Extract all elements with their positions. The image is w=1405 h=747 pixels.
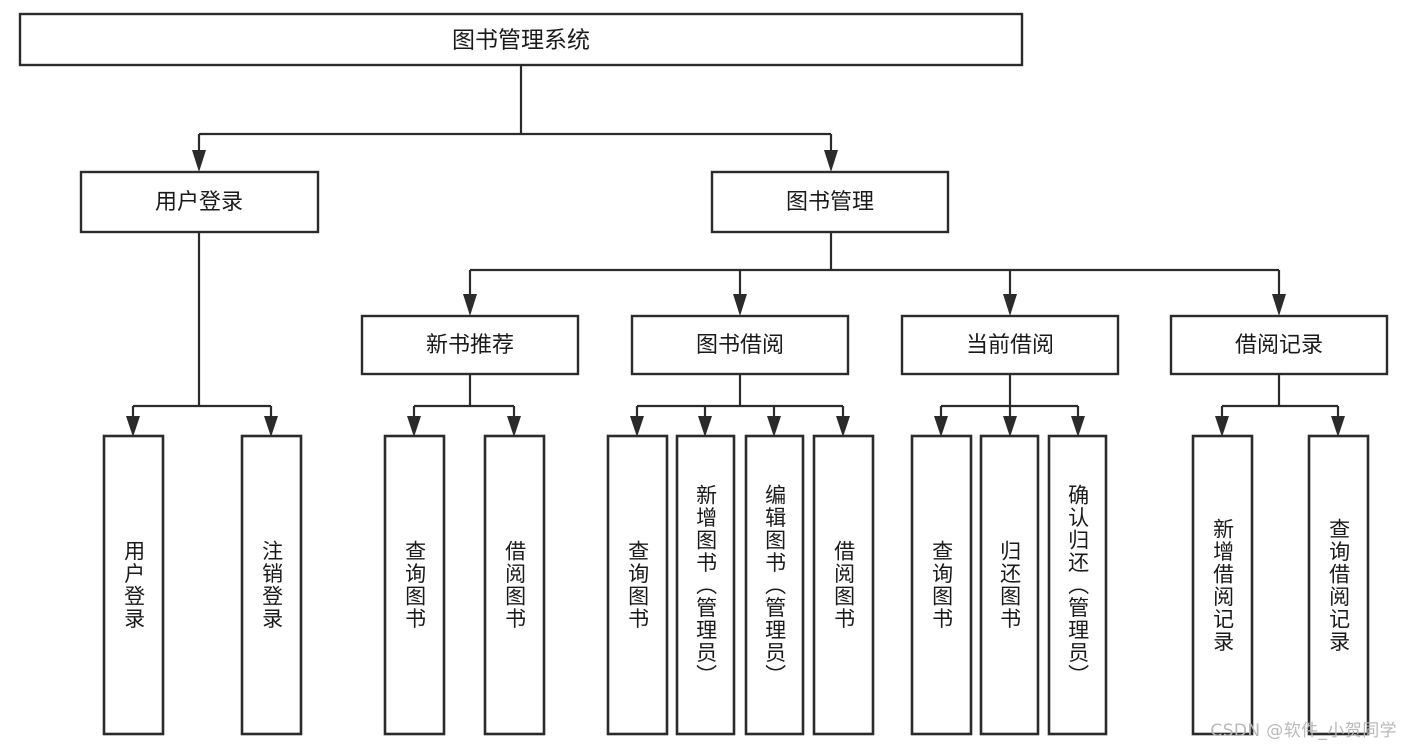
arrow-borrow-record [1272, 294, 1286, 316]
node-root-label: 图书管理系统 [452, 28, 590, 54]
node-leaf-edit-book-box[interactable] [744, 434, 805, 736]
node-user-login-label: 用户登录 [155, 190, 243, 215]
node-borrow-record-label: 借阅记录 [1235, 333, 1323, 358]
node-user-login-box[interactable] [79, 170, 320, 234]
node-root[interactable]: 图书管理系统 [18, 12, 1024, 67]
node-leaf-query-book-3-box[interactable] [910, 434, 973, 736]
arrow-leaf-return-book [1003, 416, 1017, 437]
node-book-borrow-label: 图书借阅 [696, 333, 784, 358]
arrow-leaf-query-book-1 [407, 416, 421, 437]
node-leaf-borrow-book-1-box[interactable] [483, 434, 546, 736]
node-leaf-add-record-box[interactable] [1191, 434, 1254, 736]
node-leaf-query-record-box[interactable] [1307, 434, 1370, 736]
arrow-leaf-query-record [1331, 416, 1345, 437]
node-current-borrow[interactable]: 当前借阅 [900, 314, 1120, 376]
node-new-book-recommend-box[interactable] [360, 314, 580, 376]
arrow-leaf-logout [264, 416, 278, 437]
node-borrow-record[interactable]: 借阅记录 [1169, 314, 1389, 376]
arrow-user-login [192, 150, 206, 172]
node-user-login[interactable]: 用户登录 [79, 170, 320, 234]
node-leaf-add-book-box[interactable] [675, 434, 736, 736]
node-root-box[interactable] [18, 12, 1024, 67]
arrow-leaf-borrow-book-2 [836, 416, 850, 437]
node-book-management[interactable]: 图书管理 [710, 170, 950, 234]
node-leaf-confirm-return-box[interactable] [1047, 434, 1108, 736]
node-leaf-user-login-box[interactable] [102, 434, 165, 736]
node-book-management-label: 图书管理 [786, 190, 874, 215]
connector-book-borrow-to-leaves [630, 374, 850, 437]
arrow-new-book-recommend [463, 294, 477, 316]
arrow-leaf-edit-book [767, 416, 781, 437]
node-leaf-query-book-2-box[interactable] [606, 434, 669, 736]
arrow-leaf-user-login [126, 416, 140, 437]
connector-user-login-to-leaves [126, 232, 278, 437]
connector-book-management-to-level3 [463, 232, 1286, 316]
connector-root-to-level2 [192, 65, 838, 172]
arrow-leaf-query-book-2 [630, 416, 644, 437]
connector-borrow-record-to-leaves [1215, 374, 1345, 437]
node-borrow-record-box[interactable] [1169, 314, 1389, 376]
node-book-borrow-box[interactable] [630, 314, 850, 376]
arrow-leaf-confirm-return [1071, 416, 1085, 437]
node-new-book-recommend-label: 新书推荐 [426, 333, 514, 358]
connector-new-book-to-leaves [407, 374, 521, 437]
arrow-current-borrow [1003, 294, 1017, 316]
arrow-book-borrow [733, 294, 747, 316]
node-book-management-box[interactable] [710, 170, 950, 234]
node-new-book-recommend[interactable]: 新书推荐 [360, 314, 580, 376]
node-book-borrow[interactable]: 图书借阅 [630, 314, 850, 376]
csdn-watermark: CSDN @软件_小贺同学 [1210, 721, 1397, 741]
node-leaf-return-book-box[interactable] [979, 434, 1040, 736]
node-leaf-query-book-1-box[interactable] [383, 434, 446, 736]
arrow-leaf-query-book-3 [934, 416, 948, 437]
arrow-book-management [824, 150, 838, 172]
arrow-leaf-add-record [1215, 416, 1229, 437]
arrow-leaf-add-book [698, 416, 712, 437]
node-leaf-borrow-book-2-box[interactable] [812, 434, 875, 736]
node-current-borrow-label: 当前借阅 [966, 333, 1054, 358]
node-leaf-logout-login-box[interactable] [240, 434, 303, 736]
arrow-leaf-borrow-book-1 [507, 416, 521, 437]
node-current-borrow-box[interactable] [900, 314, 1120, 376]
connector-current-borrow-to-leaves [934, 374, 1085, 437]
